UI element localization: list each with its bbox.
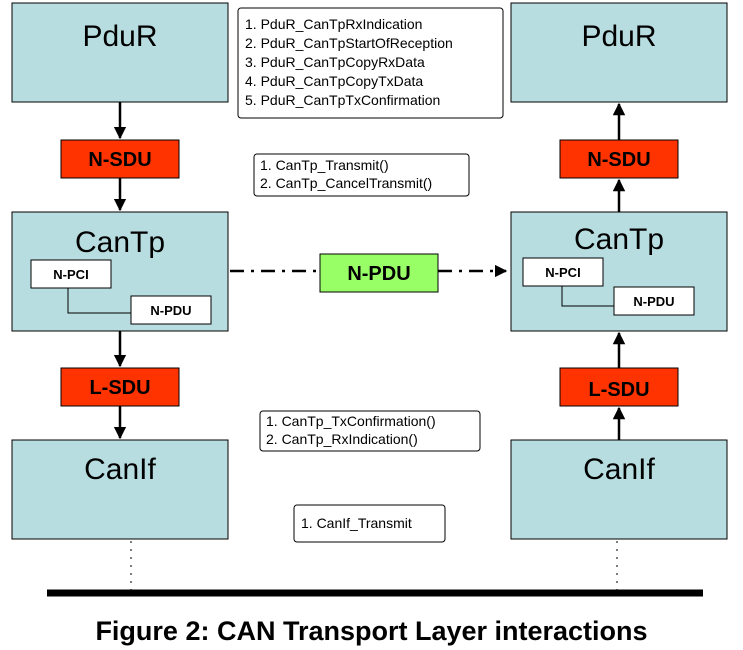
note-canif-callbacks-box	[259, 410, 481, 452]
left-lsdu-label: L-SDU	[89, 377, 150, 399]
note-pdur-callbacks: 1. PduR_CanTpRxIndication 2. PduR_CanTpS…	[237, 7, 504, 119]
note-pdur-line-5: 5. PduR_CanTpTxConfirmation	[245, 92, 440, 108]
left-npci-box	[30, 259, 112, 289]
right-npci-label: N-PCI	[545, 265, 580, 280]
note-cantp-api-box	[253, 153, 470, 197]
left-npdu-box	[130, 295, 212, 325]
note-canif-api: 1. CanIf_Transmit	[293, 504, 446, 543]
left-npci-npdu-connector	[67, 288, 131, 314]
npdu-transfer: N-PDU	[230, 253, 508, 293]
left-nsdu-box	[60, 139, 180, 179]
right-npci-npdu-connector	[561, 286, 614, 307]
right-cantp-label: CanTp	[574, 223, 664, 256]
note-cantp-api: 1. CanTp_Transmit() 2. CanTp_CancelTrans…	[253, 153, 470, 197]
transfer-npdu-box	[319, 253, 439, 293]
left-npci-label: N-PCI	[53, 267, 88, 282]
left-canif-box	[11, 439, 229, 540]
right-canif-label: CanIf	[583, 453, 655, 486]
left-npdu-label: N-PDU	[150, 303, 191, 318]
right-stack: PduR N-SDU CanTp N-PCI N-PDU L-SDU CanIf	[510, 2, 728, 592]
note-cantp-line-2: 2. CanTp_CancelTransmit()	[260, 175, 432, 191]
left-pdur-label: PduR	[82, 20, 157, 53]
right-pdur-label: PduR	[581, 20, 656, 53]
right-pdur-box	[510, 2, 728, 103]
note-pdur-line-2: 2. PduR_CanTpStartOfReception	[245, 35, 453, 51]
note-pdur-line-3: 3. PduR_CanTpCopyRxData	[245, 54, 425, 70]
left-pdur-box	[11, 2, 229, 103]
note-canif-cb-line-1: 1. CanTp_TxConfirmation()	[266, 413, 436, 429]
left-canif-label: CanIf	[84, 453, 156, 486]
left-stack: PduR N-SDU CanTp N-PCI N-PDU L-SDU CanIf	[11, 2, 229, 592]
left-lsdu-box	[60, 367, 180, 407]
right-canif-box	[510, 439, 728, 540]
right-nsdu-label: N-SDU	[587, 149, 650, 171]
note-canif-cb-line-2: 2. CanTp_RxIndication()	[266, 431, 418, 447]
note-canif-api-line-1: 1. CanIf_Transmit	[301, 515, 412, 531]
transfer-npdu-label: N-PDU	[347, 263, 410, 285]
right-lsdu-box	[559, 367, 679, 407]
note-pdur-line-4: 4. PduR_CanTpCopyTxData	[245, 73, 423, 89]
left-nsdu-label: N-SDU	[88, 149, 151, 171]
right-npdu-box	[613, 286, 695, 316]
figure-caption: Figure 2: CAN Transport Layer interactio…	[95, 616, 648, 646]
note-canif-callbacks: 1. CanTp_TxConfirmation() 2. CanTp_RxInd…	[259, 410, 481, 452]
right-nsdu-box	[559, 139, 679, 179]
note-cantp-line-1: 1. CanTp_Transmit()	[260, 157, 389, 173]
note-canif-api-box	[293, 504, 446, 543]
note-pdur-line-1: 1. PduR_CanTpRxIndication	[245, 16, 422, 32]
right-lsdu-label: L-SDU	[588, 379, 649, 401]
left-cantp-label: CanTp	[75, 226, 165, 259]
note-pdur-callbacks-box	[237, 7, 504, 119]
right-npdu-label: N-PDU	[633, 294, 674, 309]
right-npci-box	[522, 257, 604, 287]
